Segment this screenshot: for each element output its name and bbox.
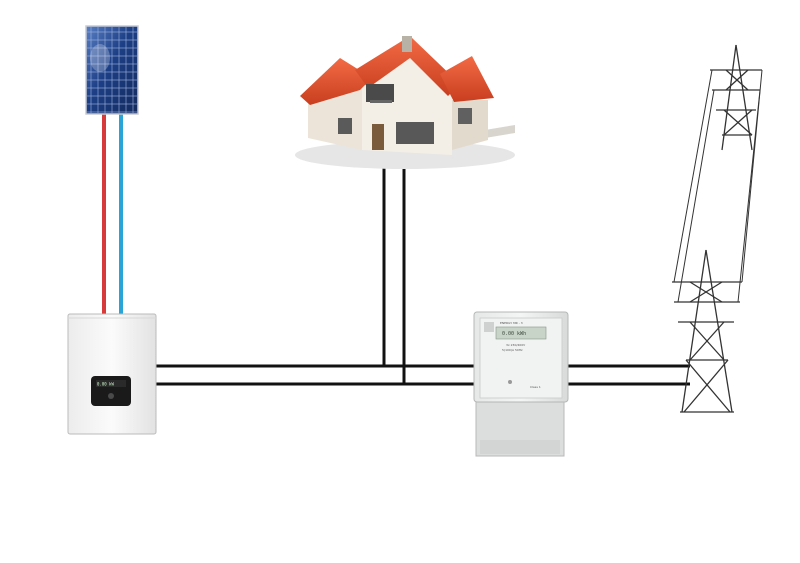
wiring bbox=[102, 112, 690, 386]
solar-panel-icon bbox=[85, 25, 139, 115]
transmission-lines bbox=[673, 69, 763, 303]
roof-main bbox=[355, 36, 460, 96]
pylon-far bbox=[710, 44, 762, 151]
house-door bbox=[372, 124, 384, 150]
inverter-display-text: 0.00 kW bbox=[97, 382, 114, 387]
meter-lcd bbox=[495, 326, 547, 340]
meter-spec-line-1: 3x 230/400V bbox=[506, 343, 526, 347]
energy-meter-icon: ENERGY MR - 3 0.00 kWh 3x 230/400V 5(100… bbox=[473, 311, 569, 457]
roof-right bbox=[440, 56, 494, 102]
house-icon bbox=[295, 36, 515, 169]
roof-left bbox=[300, 58, 372, 105]
meter-pulse-led bbox=[508, 380, 512, 384]
meter-model-label: ENERGY MR - 3 bbox=[500, 321, 523, 325]
inverter-icon: 0.00 kW bbox=[67, 313, 157, 435]
meter-footer-text: Class 1 bbox=[530, 385, 541, 389]
pylon-near bbox=[672, 249, 742, 413]
meter-spec-line-2: 5(100)A 50Hz bbox=[502, 348, 523, 352]
meter-lcd-text: 0.00 kWh bbox=[502, 331, 526, 337]
power-pylon-icon bbox=[672, 44, 763, 413]
